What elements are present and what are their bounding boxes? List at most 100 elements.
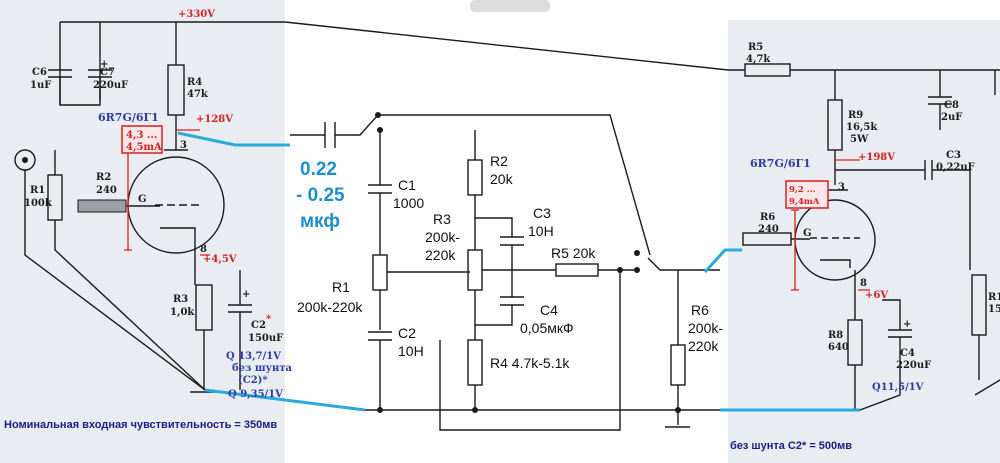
- middle-c2-value: 10H: [398, 343, 424, 359]
- middle-r2-value: 20k: [490, 171, 514, 187]
- cyan-link-top: [177, 131, 290, 147]
- left-pin3: 3: [180, 140, 187, 151]
- left-supply-label: +330V: [178, 9, 215, 20]
- coupling-cap-unit: мкф: [300, 211, 340, 232]
- right-current-1: 9,2 ...: [789, 185, 816, 195]
- right-r9-value-1: 16,5k: [846, 122, 878, 133]
- coupling-cap-value-2: - 0.25: [296, 185, 345, 206]
- right-c4-value: 220uF: [896, 360, 931, 371]
- left-r3-label: R3: [173, 294, 188, 305]
- right-tube-label: 6R7G/6Г1: [750, 157, 811, 170]
- middle-c2-label: C2: [398, 325, 416, 341]
- left-c2-star: *: [266, 314, 272, 325]
- middle-c1-label: C1: [398, 177, 416, 193]
- top-handle: [470, 0, 550, 12]
- middle-r3-label: R3: [433, 211, 451, 227]
- left-r2-label: R2: [96, 172, 111, 183]
- right-c3-cap: [835, 160, 971, 270]
- left-grid-letter: G: [138, 194, 147, 205]
- right-pin8: 8: [860, 278, 867, 289]
- right-sensitivity-note: без шунта C2* = 500мв: [730, 440, 852, 452]
- middle-c4-value: 0,05мкФ: [520, 320, 574, 336]
- right-c3-value: 0,22uF: [936, 162, 975, 173]
- left-r1-value: 100k: [24, 198, 53, 209]
- left-tube-cathode: [160, 227, 196, 238]
- middle-r1-value: 200k-220k: [297, 299, 363, 315]
- right-q-label: Q11,5/1V: [872, 382, 924, 393]
- right-grid-letter: G: [803, 228, 812, 239]
- right-pin3: 3: [838, 182, 845, 193]
- c6-label: C6: [32, 67, 47, 78]
- left-c2-value: 150uF: [248, 333, 283, 344]
- middle-c3-value: 10H: [528, 223, 554, 239]
- right-current-box: [785, 180, 829, 209]
- left-panel-bg: [0, 0, 285, 463]
- right-r1-value: 150: [988, 304, 1000, 315]
- left-q-4: Q 9,35/1V: [228, 389, 283, 400]
- middle-c3-label: C3: [533, 205, 551, 221]
- middle-r5-label: R5 20k: [551, 245, 596, 261]
- left-r1-label: R1: [30, 185, 45, 196]
- left-r4-label: R4: [187, 77, 202, 88]
- middle-r3-value-1: 200k-: [425, 229, 460, 245]
- right-r8-value: 640: [828, 342, 849, 353]
- middle-r6-value-2: 220k: [688, 338, 719, 354]
- left-r2-value: 240: [96, 185, 117, 196]
- left-schematic: [14, 21, 285, 393]
- middle-r4-label: R4 4.7k-5.1k: [490, 355, 570, 371]
- left-current-1: 4,3 ...: [126, 130, 157, 141]
- right-cathode-voltage: +6V: [865, 290, 888, 301]
- right-r5-resistor: [744, 63, 791, 77]
- right-panel-bg: [728, 20, 1000, 463]
- right-r8-label: R8: [828, 330, 843, 341]
- left-cathode-voltage: +4,5V: [203, 254, 237, 265]
- left-r4-value: 47k: [187, 89, 209, 100]
- right-r9-value-2: 5W: [850, 134, 869, 145]
- right-c8-value: 2uF: [941, 112, 962, 123]
- left-c2-label: C2: [251, 320, 266, 331]
- right-r5-label: R5: [748, 42, 763, 53]
- right-schematic: [284, 21, 1000, 411]
- right-anode-voltage: +198V: [858, 152, 895, 163]
- left-r3-value: 1,0k: [170, 307, 195, 318]
- middle-r2-label: R2: [490, 153, 508, 169]
- middle-panel-bg: [287, 103, 727, 463]
- left-current-box: [121, 125, 163, 154]
- left-anode-voltage: +128V: [196, 114, 233, 125]
- right-c4-plus: +: [903, 319, 911, 330]
- left-q-3: (C2)*: [238, 375, 268, 386]
- middle-top-bus: [380, 114, 651, 256]
- right-r6-value: 240: [758, 224, 779, 235]
- left-q-1: Q 13,7/1V: [226, 351, 281, 362]
- cyan-link-right: [703, 248, 742, 274]
- crossover-wire: [284, 21, 729, 71]
- right-c8-cap: [928, 70, 952, 130]
- right-r6-label: R6: [760, 212, 775, 223]
- c6-value: 1uF: [30, 80, 51, 91]
- left-pin8: 8: [200, 244, 207, 255]
- c7-plus: +: [100, 59, 108, 70]
- right-r5-value: 4,7k: [746, 54, 771, 65]
- left-q-2: без шунта: [232, 363, 293, 374]
- c7-label: C7: [100, 67, 115, 78]
- middle-r3-value-2: 220k: [425, 247, 456, 263]
- right-c8-label: C8: [944, 100, 959, 111]
- right-c4-cap: [859, 299, 912, 411]
- right-r1-label: R1: [988, 292, 1000, 303]
- middle-r1-label: R1: [332, 279, 350, 295]
- left-sensitivity-note: Номинальная входная чувствительность = 3…: [4, 419, 277, 431]
- right-current-2: 9,4mA: [789, 197, 820, 207]
- right-c4-label: C4: [900, 348, 915, 359]
- right-r9-label: R9: [848, 110, 863, 121]
- left-current-2: 4,5mA: [126, 142, 162, 153]
- left-c2-plus: +: [242, 289, 250, 300]
- cyan-link-bottom-left: [204, 388, 366, 412]
- coupling-cap-value-1: 0.22: [300, 159, 337, 180]
- left-r2-resistor: [77, 199, 127, 213]
- middle-c1-value: 1000: [393, 195, 424, 211]
- red-dim-2: [791, 209, 799, 291]
- c7-value: 220uF: [93, 80, 128, 91]
- middle-schematic: [290, 112, 720, 431]
- middle-c4-label: C4: [540, 302, 558, 318]
